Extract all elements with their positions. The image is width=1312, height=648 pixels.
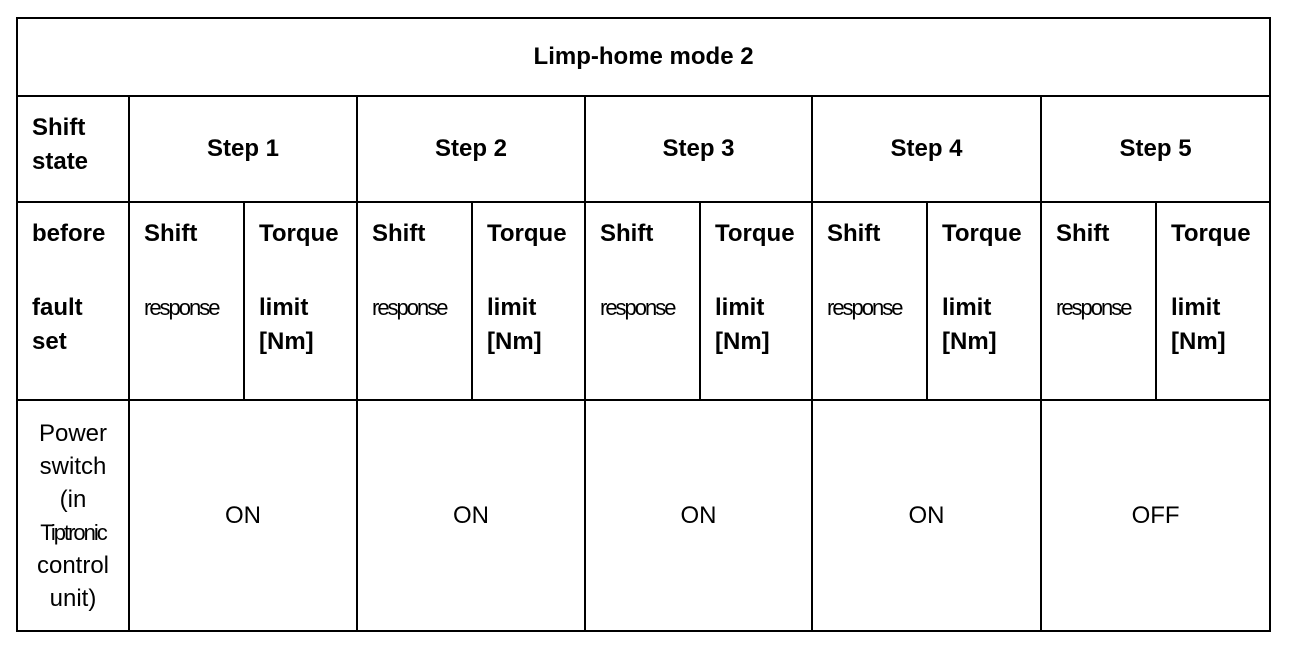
step-header-1: Step 1 xyxy=(128,95,358,203)
torque-body-line-1: limit xyxy=(259,294,309,321)
power-label-line-6: unit) xyxy=(49,584,97,612)
torque-limit-header-4: Torque limit [Nm] xyxy=(926,201,1042,401)
before-fault-set-label: before fault set xyxy=(16,201,130,401)
torque-body-line-2: [Nm] xyxy=(259,328,314,355)
torque-body-line-1: limit xyxy=(1171,294,1221,321)
shift-head-text: Shift xyxy=(372,220,426,247)
torque-body-line-1: limit xyxy=(487,294,537,321)
torque-body-line-2: [Nm] xyxy=(942,328,997,355)
shift-head-text: Shift xyxy=(144,220,198,247)
power-label-line-5: control xyxy=(36,551,110,579)
shift-state-label: Shift state xyxy=(16,95,130,203)
step-header-5: Step 5 xyxy=(1039,95,1272,203)
torque-head-text: Torque xyxy=(942,220,1022,247)
power-label-line-4: Tiptronic xyxy=(40,519,108,545)
torque-body-line-1: limit xyxy=(715,294,765,321)
shift-head-text: Shift xyxy=(827,220,881,247)
shift-body-text: response xyxy=(144,295,221,320)
torque-limit-header-1: Torque limit [Nm] xyxy=(243,201,358,401)
limp-home-table-container: Limp-home mode 2 Shift state Step 1 Step… xyxy=(15,17,1272,632)
before-fault-line-3: set xyxy=(32,328,67,355)
shift-response-header-2: Shift response xyxy=(356,201,473,401)
limp-home-table: Limp-home mode 2 Shift state Step 1 Step… xyxy=(15,17,1272,632)
torque-head-text: Torque xyxy=(715,220,795,247)
shift-head-text: Shift xyxy=(1056,220,1110,247)
step-header-4: Step 4 xyxy=(811,95,1042,203)
shift-response-header-5: Shift response xyxy=(1040,201,1157,401)
power-value-step-3: ON xyxy=(584,399,813,632)
torque-head-text: Torque xyxy=(259,220,339,247)
shift-body-text: response xyxy=(600,295,677,320)
shift-body-text: response xyxy=(827,295,904,320)
power-value-step-1: ON xyxy=(128,399,358,632)
power-switch-row-label: Power switch (in Tiptronic control unit) xyxy=(16,399,130,632)
step-header-2: Step 2 xyxy=(356,95,586,203)
power-value-step-4: ON xyxy=(811,399,1042,632)
torque-body-line-2: [Nm] xyxy=(1171,328,1226,355)
shift-state-line-1: Shift xyxy=(32,114,86,141)
torque-body-line-2: [Nm] xyxy=(715,328,770,355)
power-value-step-5: OFF xyxy=(1039,399,1272,632)
before-fault-line-1: before xyxy=(32,220,106,247)
shift-response-header-3: Shift response xyxy=(584,201,701,401)
power-label-line-3: (in xyxy=(59,485,87,513)
torque-head-text: Torque xyxy=(487,220,567,247)
torque-body-line-1: limit xyxy=(942,294,992,321)
torque-body-line-2: [Nm] xyxy=(487,328,542,355)
power-label-line-2: switch xyxy=(39,452,107,480)
shift-body-text: response xyxy=(372,295,449,320)
torque-limit-header-5: Torque limit [Nm] xyxy=(1154,201,1272,401)
step-header-3: Step 3 xyxy=(584,95,813,203)
shift-response-header-4: Shift response xyxy=(811,201,928,401)
before-fault-line-2: fault xyxy=(32,294,83,321)
power-value-step-2: ON xyxy=(356,399,586,632)
torque-head-text: Torque xyxy=(1171,220,1251,247)
shift-state-line-2: state xyxy=(32,148,89,175)
torque-limit-header-3: Torque limit [Nm] xyxy=(699,201,813,401)
shift-response-header-1: Shift response xyxy=(128,201,245,401)
power-label-line-1: Power xyxy=(38,419,108,447)
shift-body-text: response xyxy=(1056,295,1133,320)
table-title: Limp-home mode 2 xyxy=(15,17,1272,97)
torque-limit-header-2: Torque limit [Nm] xyxy=(471,201,586,401)
shift-head-text: Shift xyxy=(600,220,654,247)
